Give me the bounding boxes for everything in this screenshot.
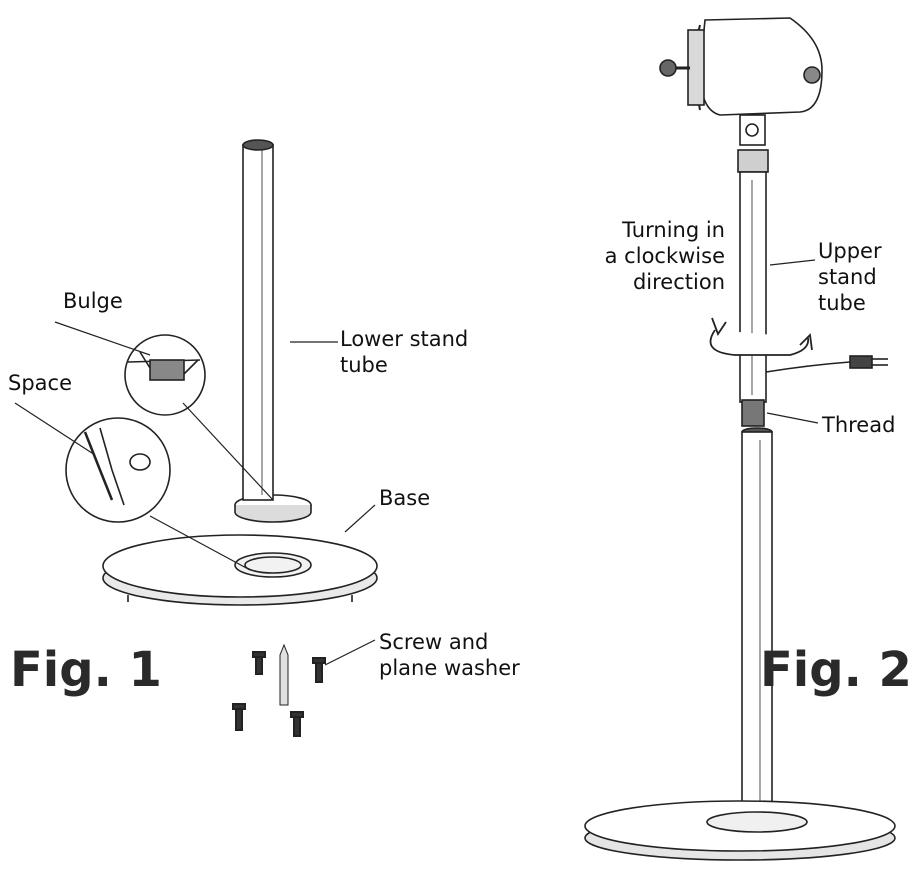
label-screw-washer: Screw and plane washer: [379, 630, 520, 680]
base-fig2: [584, 800, 896, 861]
upper-stand-tube-drawing: [737, 149, 769, 427]
lower-stand-tube-drawing: [242, 139, 274, 501]
screws: [232, 643, 326, 737]
label-lower-stand-tube: Lower stand tube: [340, 327, 469, 377]
leaders-fig1: [14, 321, 376, 666]
label-upper-stand-tube: Upper stand tube: [818, 239, 882, 315]
label-base: Base: [379, 486, 431, 510]
figure-2-caption: Fig. 2: [760, 642, 912, 698]
label-thread: Thread: [822, 413, 896, 437]
base-disc: [102, 534, 378, 606]
label-space: Space: [8, 371, 72, 395]
power-cord: [765, 355, 888, 373]
space-magnifier: [65, 417, 251, 571]
label-turning-direction: Turning in a clockwise direction: [604, 218, 725, 294]
fan-head: [659, 17, 823, 146]
figure-1-caption: Fig. 1: [10, 642, 162, 698]
leaders-fig2: [766, 259, 819, 424]
clockwise-arrow: [709, 317, 813, 356]
lower-tube-fig2: [741, 427, 773, 818]
bulge-magnifier: [124, 334, 274, 501]
label-bulge: Bulge: [63, 289, 123, 313]
